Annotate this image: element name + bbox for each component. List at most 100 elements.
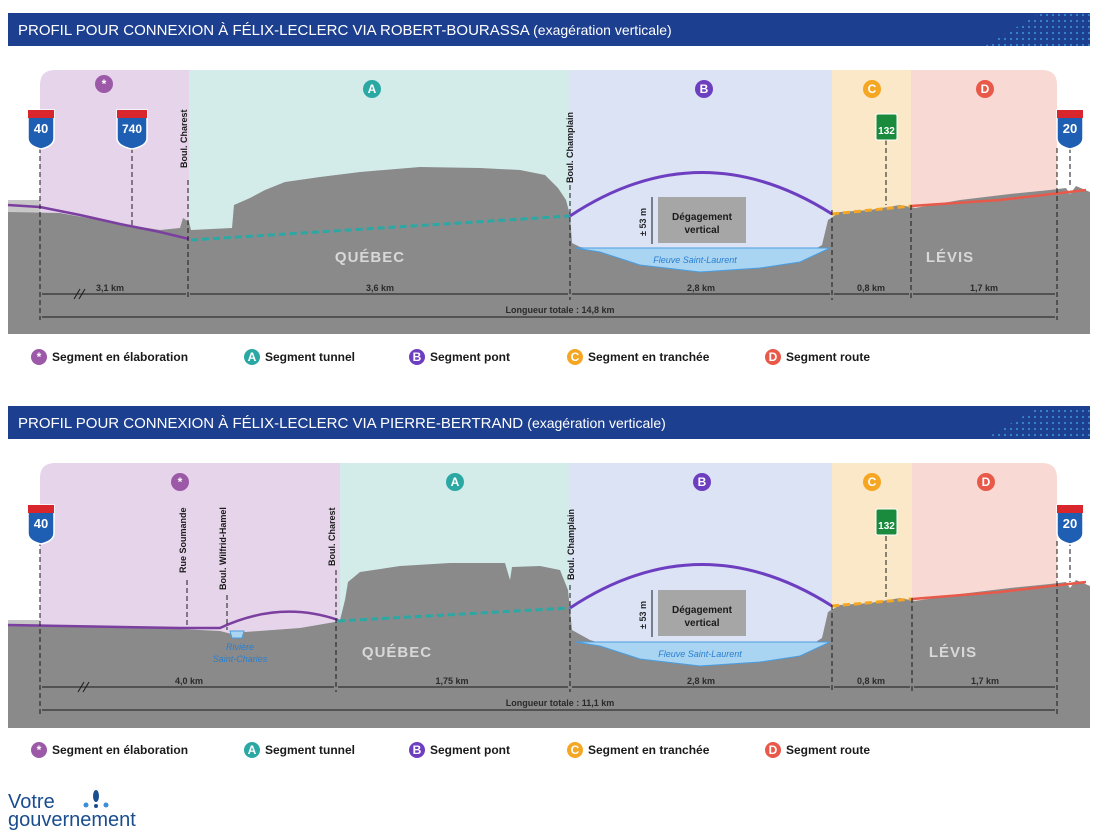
- zone-badges: * A B C D: [95, 75, 994, 98]
- svg-text:B: B: [413, 350, 422, 364]
- city-quebec: QUÉBEC: [362, 644, 432, 661]
- svg-text:Segment tunnel: Segment tunnel: [265, 743, 355, 757]
- header-dot-pattern: [985, 13, 1090, 46]
- svg-text:132: 132: [878, 521, 895, 532]
- city-quebec: QUÉBEC: [335, 249, 405, 266]
- shield-40-icon: 40: [27, 504, 55, 545]
- distance-lines: [42, 681, 1055, 711]
- zone-badges: * A B C D: [171, 473, 995, 491]
- svg-text:740: 740: [122, 122, 142, 136]
- guide-lines: [39, 536, 1071, 715]
- alignment-star: [7, 610, 339, 630]
- votre-gouvernement-logo: Votre gouvernement: [8, 790, 136, 831]
- panel-header: [8, 406, 1090, 439]
- svg-text:*: *: [102, 77, 107, 91]
- road-label-rue-soumande: Rue Soumande: [178, 507, 188, 573]
- river-label: Fleuve Saint-Laurent: [653, 255, 737, 265]
- river-st-charles: [229, 630, 245, 639]
- svg-text:C: C: [571, 743, 580, 757]
- distance-a: 3,6 km: [366, 283, 394, 293]
- svg-text:A: A: [248, 350, 257, 364]
- legend: * Segment en élaboration A Segment tunne…: [31, 742, 870, 758]
- alignment-tunnel: [337, 606, 571, 623]
- river2-label-2: Saint-Charles: [213, 654, 268, 664]
- panel-title: PROFIL POUR CONNEXION À FÉLIX-LECLERC VI…: [18, 415, 666, 432]
- river-label: Fleuve Saint-Laurent: [658, 649, 742, 659]
- guide-lines: [39, 140, 1071, 320]
- svg-text:B: B: [413, 743, 422, 757]
- clearance-label-1: Dégagement: [672, 212, 733, 223]
- svg-text:D: D: [769, 743, 778, 757]
- panel-robert-bourassa: PROFIL POUR CONNEXION À FÉLIX-LECLERC VI…: [7, 13, 1090, 365]
- clearance-height: ± 53 m: [638, 601, 648, 629]
- total-length: Longueur totale : 11,1 km: [506, 698, 615, 708]
- svg-text:Segment route: Segment route: [786, 350, 870, 364]
- logo-line-2: gouvernement: [8, 809, 136, 831]
- clearance-label-2: vertical: [684, 225, 719, 236]
- clearance-label-1: Dégagement: [672, 605, 733, 616]
- alignment-star: [7, 203, 190, 241]
- alignment-tunnel: [190, 214, 571, 242]
- alignment-trench: [831, 597, 913, 608]
- fleur-de-lys-icon: [83, 790, 109, 808]
- svg-text:Segment en tranchée: Segment en tranchée: [588, 350, 710, 364]
- shield-40-icon: 40: [27, 109, 55, 150]
- shield-132-icon: 132: [875, 113, 898, 141]
- distance-c: 0,8 km: [857, 676, 885, 686]
- panel-pierre-bertrand: PROFIL POUR CONNEXION À FÉLIX-LECLERC VI…: [7, 406, 1090, 758]
- alignment-bridge: [569, 563, 833, 610]
- zone-star: [40, 463, 340, 642]
- river2-label-1: Rivière: [226, 642, 254, 652]
- logo-line-1: Votre: [8, 791, 55, 813]
- terrain-profile: [8, 167, 1090, 334]
- shield-132-icon: 132: [875, 508, 898, 536]
- distance-b: 2,8 km: [687, 283, 715, 293]
- city-levis: LÉVIS: [926, 249, 974, 266]
- distance-lines: [42, 288, 1055, 318]
- alignment-trench: [831, 204, 912, 216]
- river-st-laurent: [574, 247, 831, 273]
- road-label-boul-wilfrid-hamel: Boul. Wilfrid-Hamel: [218, 507, 228, 590]
- road-label-boul-charest: Boul. Charest: [327, 507, 337, 566]
- city-levis: LÉVIS: [929, 644, 977, 661]
- distance-a: 1,75 km: [435, 676, 468, 686]
- shield-740-icon: 740: [116, 109, 148, 150]
- road-label-boul-charest: Boul. Charest: [179, 109, 189, 168]
- svg-text:C: C: [571, 350, 580, 364]
- svg-text:132: 132: [878, 126, 895, 137]
- clearance-box: [658, 590, 746, 636]
- svg-text:Segment tunnel: Segment tunnel: [265, 350, 355, 364]
- clearance-label-2: vertical: [684, 618, 719, 629]
- svg-text:C: C: [868, 475, 877, 489]
- svg-text:D: D: [982, 475, 991, 489]
- road-label-boul-champlain: Boul. Champlain: [565, 112, 575, 183]
- svg-text:20: 20: [1063, 516, 1077, 531]
- river-st-laurent: [574, 641, 831, 667]
- svg-text:40: 40: [34, 516, 48, 531]
- zone-star: [40, 70, 189, 248]
- svg-text:Segment en tranchée: Segment en tranchée: [588, 743, 710, 757]
- shield-20-icon: 20: [1056, 109, 1084, 150]
- alignment-bridge: [569, 171, 833, 218]
- clearance-height: ± 53 m: [638, 208, 648, 236]
- shield-20-icon: 20: [1056, 504, 1084, 545]
- svg-text:C: C: [868, 82, 877, 96]
- svg-text:A: A: [451, 475, 460, 489]
- total-length: Longueur totale : 14,8 km: [505, 305, 614, 315]
- alignment-road: [910, 188, 1087, 208]
- svg-text:B: B: [698, 475, 707, 489]
- svg-text:B: B: [700, 82, 709, 96]
- distance-c: 0,8 km: [857, 283, 885, 293]
- distance-b: 2,8 km: [687, 676, 715, 686]
- panel-header: [8, 13, 1090, 46]
- distance-d: 1,7 km: [971, 676, 999, 686]
- distance-d: 1,7 km: [970, 283, 998, 293]
- svg-text:Segment pont: Segment pont: [430, 743, 510, 757]
- header-dot-pattern: [985, 406, 1090, 439]
- svg-text:Segment pont: Segment pont: [430, 350, 510, 364]
- distance-star: 4,0 km: [175, 676, 203, 686]
- svg-text:D: D: [769, 350, 778, 364]
- clearance-box: [658, 197, 746, 243]
- svg-text:Segment route: Segment route: [786, 743, 870, 757]
